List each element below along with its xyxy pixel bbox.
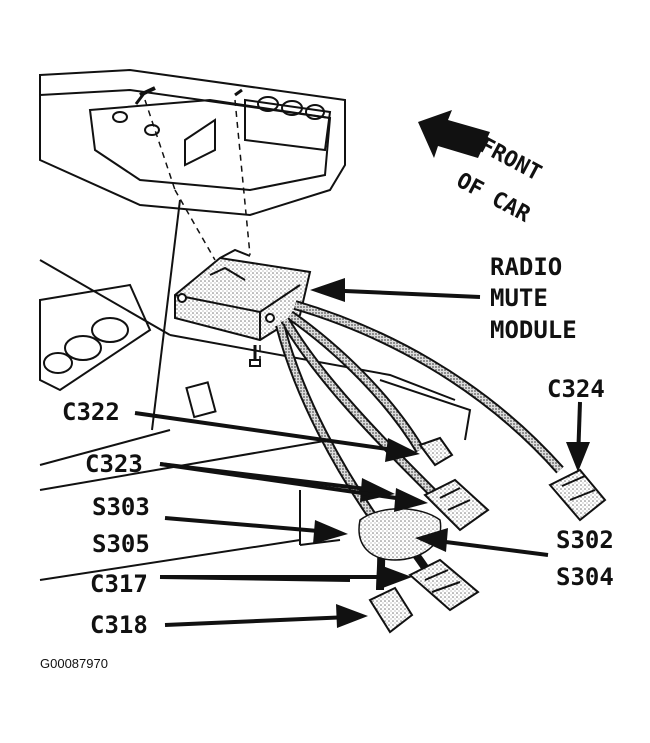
alignment-lines	[144, 99, 261, 360]
label-c324: C324	[547, 375, 605, 403]
label-c318: C318	[90, 611, 148, 639]
label-c322: C322	[62, 398, 120, 426]
connector-c317	[408, 558, 480, 612]
label-module: MODULE	[490, 316, 577, 344]
label-c323: C323	[85, 450, 143, 478]
figure-id: G00087970	[40, 656, 108, 671]
leader-arrows	[134, 278, 590, 628]
connector-c318	[368, 586, 414, 634]
connector-c324	[548, 468, 607, 522]
label-s303: S303	[92, 493, 150, 521]
front-label-line1: FRONT	[475, 133, 545, 186]
upper-dash-panel	[39, 68, 346, 217]
lower-left-panel	[39, 259, 472, 581]
label-mute: MUTE	[490, 284, 548, 312]
support-edge	[151, 199, 181, 431]
radio-mute-module-body	[174, 248, 312, 367]
front-of-car-arrow-icon	[418, 110, 490, 158]
label-radio: RADIO	[490, 253, 562, 281]
connector-c323	[423, 478, 490, 532]
label-c317: C317	[90, 570, 148, 598]
label-s302: S302	[556, 526, 614, 554]
connector-c322	[418, 436, 454, 467]
label-s305: S305	[92, 530, 150, 558]
label-s304: S304	[556, 563, 614, 591]
